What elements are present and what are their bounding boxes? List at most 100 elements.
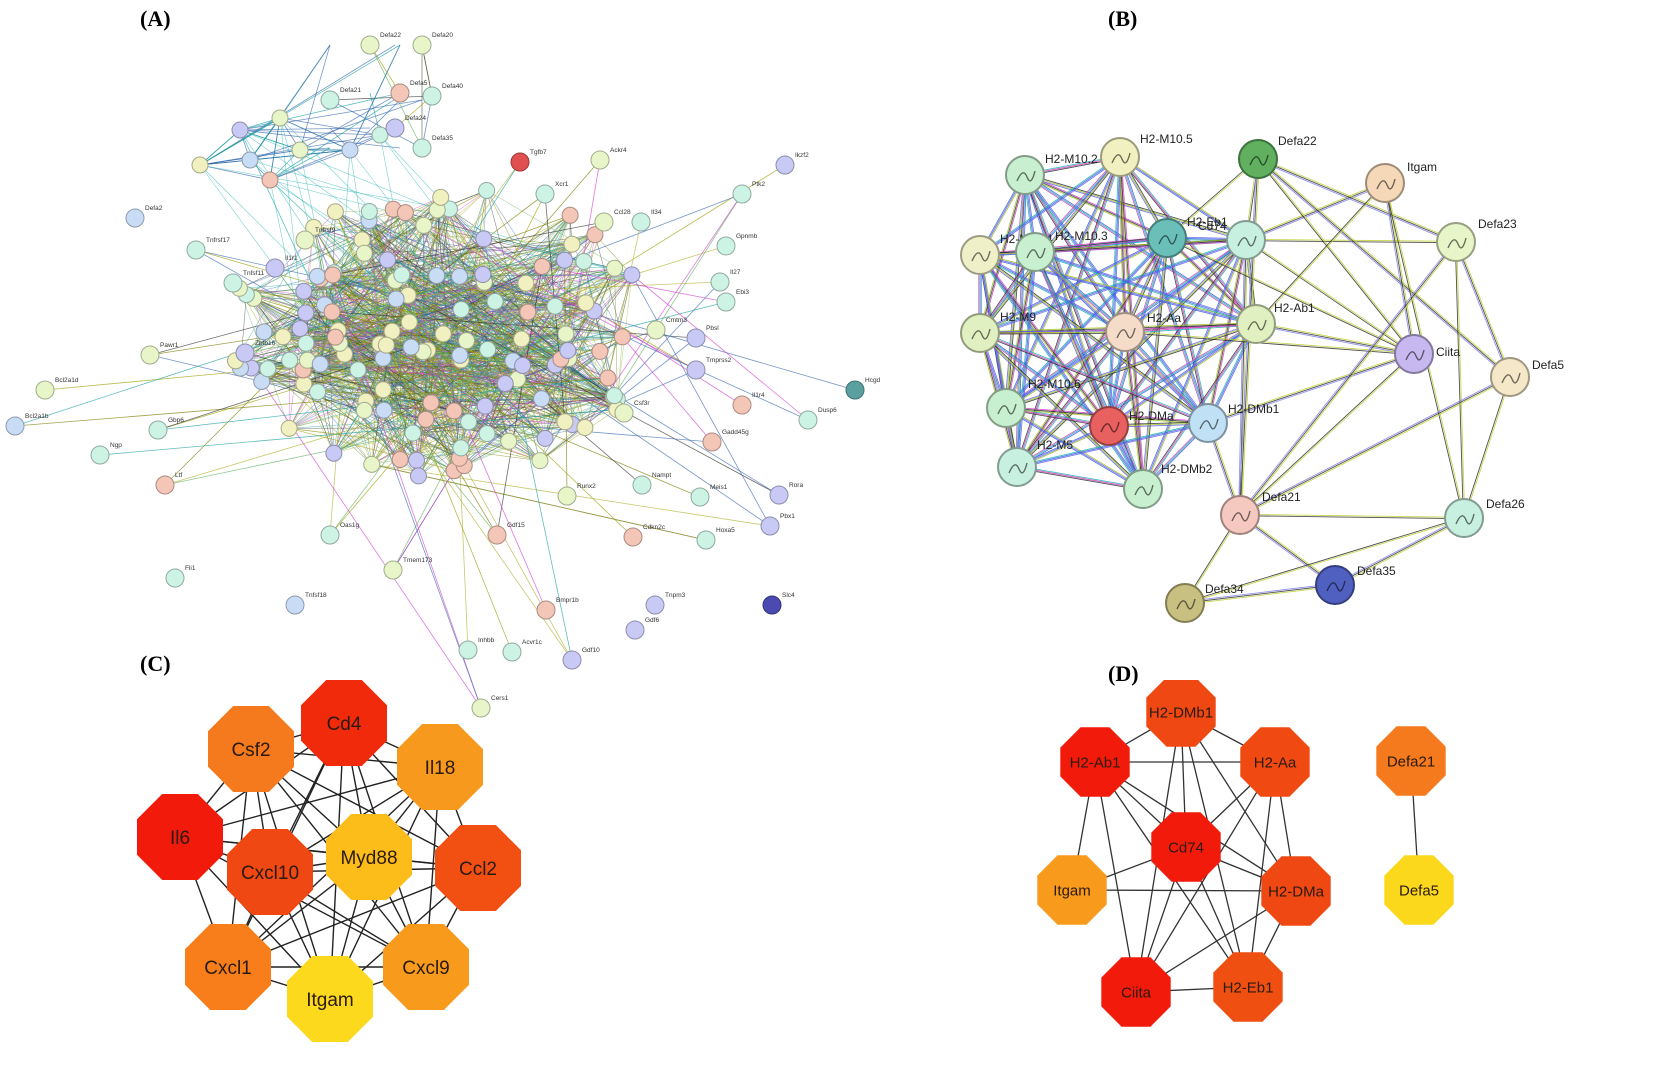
network-a-node bbox=[408, 451, 426, 469]
hub-c-node-il18: Il18 bbox=[397, 724, 483, 810]
network-b-node-label: Defa34 bbox=[1205, 582, 1244, 596]
hub-network-panel-c: Cd4Csf2Il18Il6Cxcl10Myd88Ccl2Cxcl1ItgamC… bbox=[137, 680, 521, 1042]
network-b-node-h2-dma: H2-DMa bbox=[1089, 406, 1174, 446]
hub-node-label: H2-Aa bbox=[1254, 754, 1297, 771]
network-a-node-slc4: Slc4 bbox=[762, 592, 795, 615]
network-a-node bbox=[533, 257, 551, 275]
network-a-node-ackr4: Ackr4 bbox=[590, 147, 627, 170]
hub-node-label: H2-Eb1 bbox=[1223, 979, 1274, 996]
hub-c-node-il6: Il6 bbox=[137, 794, 223, 880]
network-a-node-label: Pbsl bbox=[706, 325, 719, 332]
network-b-node-label: H2-M10.5 bbox=[1140, 132, 1193, 146]
network-a-node-rora: Rora bbox=[769, 482, 803, 505]
network-a-node bbox=[231, 121, 249, 139]
network-a-node-label: Cdkn2c bbox=[643, 524, 666, 531]
network-b-node-h2-m10-5: H2-M10.5 bbox=[1100, 132, 1193, 177]
network-a-node bbox=[261, 171, 279, 189]
network-a-node bbox=[533, 390, 551, 408]
network-a-node bbox=[417, 410, 435, 428]
network-a-node bbox=[325, 444, 343, 462]
network-a-node-label: Pawr1 bbox=[160, 342, 179, 349]
network-a-node-ebi3: Ebi3 bbox=[716, 289, 749, 312]
network-a-node bbox=[355, 401, 373, 419]
network-b-node-defa34: Defa34 bbox=[1165, 582, 1244, 623]
network-a-node-meis1: Meis1 bbox=[690, 484, 728, 507]
hub-d-node-defa5: Defa5 bbox=[1384, 855, 1454, 925]
network-b-node-h2-m10-2: H2-M10.2 bbox=[1005, 152, 1098, 195]
network-a-node bbox=[591, 342, 609, 360]
network-a-node bbox=[324, 266, 342, 284]
hub-node-label: Itgam bbox=[306, 990, 354, 1011]
network-a-node bbox=[387, 290, 405, 308]
network-a-node-hoxa5: Hoxa5 bbox=[696, 527, 735, 550]
network-a-node-cers1: Cers1 bbox=[471, 695, 509, 718]
network-a-node-defa35: Defa35 bbox=[412, 135, 453, 158]
network-a-node-tnpm3: Tnpm3 bbox=[645, 592, 686, 615]
hub-c-node-myd88: Myd88 bbox=[326, 814, 412, 900]
hub-node-label: Ccl2 bbox=[459, 859, 497, 880]
network-b-node-label: H2-DMb2 bbox=[1161, 462, 1213, 476]
network-a-node-label: Tnfrsf9 bbox=[315, 227, 336, 234]
network-a-node bbox=[478, 181, 496, 199]
network-a-node-label: Gbp6 bbox=[168, 417, 184, 424]
network-a-node bbox=[280, 419, 298, 437]
network-b-node-defa22: Defa22 bbox=[1238, 134, 1317, 179]
network-a-node bbox=[586, 226, 604, 244]
network-b-node-label: Defa21 bbox=[1262, 490, 1301, 504]
network-a-node-label: Bmpr1b bbox=[556, 597, 579, 604]
hub-d-node-cd74: Cd74 bbox=[1151, 812, 1221, 882]
network-a-node bbox=[576, 419, 594, 437]
network-a-node-ikzf2: Ikzf2 bbox=[775, 152, 809, 175]
network-a-node bbox=[255, 323, 273, 341]
hub-node-label: Cxcl10 bbox=[241, 863, 299, 884]
network-a-node bbox=[308, 267, 326, 285]
network-a-node-label: Il1r1 bbox=[285, 255, 298, 262]
network-a-node bbox=[606, 259, 624, 277]
network-a-node bbox=[445, 402, 463, 420]
network-a-node-pbsl: Pbsl bbox=[686, 325, 719, 348]
network-a-node-label: Gadd45g bbox=[722, 429, 749, 436]
network-a-node-defa24: Defa24 bbox=[385, 115, 426, 138]
network-a-node bbox=[377, 336, 395, 354]
network-a-node-tgfb7: Tgfb7 bbox=[510, 149, 547, 172]
network-b-node-h2-m5: H2-M5 bbox=[997, 438, 1073, 487]
network-a-node-tnfsf11: Tnfsf11 bbox=[223, 270, 265, 293]
hub-d-node-defa21: Defa21 bbox=[1376, 726, 1446, 796]
network-b-node-label: Defa5 bbox=[1532, 358, 1564, 372]
network-a-node-label: Tmprss2 bbox=[706, 357, 732, 364]
network-b-node-h2-dmb2: H2-DMb2 bbox=[1123, 462, 1213, 509]
network-b-node-h2-ab1: H2-Ab1 bbox=[1236, 301, 1315, 344]
network-a-node bbox=[458, 332, 476, 350]
network-a-node-gdf10: Gdf10 bbox=[562, 647, 600, 670]
network-a-node-cmtm3: Cmtm3 bbox=[646, 317, 687, 340]
network-a-core-nodes bbox=[191, 109, 641, 485]
network-b-node-label: Defa35 bbox=[1357, 564, 1396, 578]
network-a-node-label: Cmtm3 bbox=[666, 317, 687, 324]
network-a-node-label: Xcr1 bbox=[555, 181, 569, 188]
network-a-node-label: Zbtb16 bbox=[255, 340, 276, 347]
hub-node-label: H2-Ab1 bbox=[1070, 754, 1121, 771]
network-a-node-label: Defa22 bbox=[380, 32, 401, 39]
network-a-node-label: Defa24 bbox=[405, 115, 426, 122]
network-b-node-label: H2-M9 bbox=[1000, 310, 1036, 324]
network-a-node-ltf: Ltf bbox=[155, 472, 182, 495]
hub-d-node-h2-ab1: H2-Ab1 bbox=[1060, 727, 1130, 797]
network-b-node-label: H2-DMa bbox=[1129, 409, 1174, 423]
network-b-node-label: H2-Ab1 bbox=[1274, 301, 1315, 315]
hub-node-label: Defa21 bbox=[1387, 753, 1435, 770]
panel-label-a: (A) bbox=[140, 6, 171, 31]
network-a-node-gdf6: Gdf6 bbox=[625, 617, 659, 640]
network-a-node bbox=[428, 267, 446, 285]
network-a-node bbox=[415, 216, 433, 234]
network-a-node bbox=[563, 235, 581, 253]
network-a-node bbox=[371, 126, 389, 144]
network-a-node-gadd45g: Gadd45g bbox=[702, 429, 749, 452]
network-a-node-il1r1: Il1r1 bbox=[265, 255, 298, 278]
network-a-node bbox=[323, 303, 341, 321]
network-a-node bbox=[391, 450, 409, 468]
network-b-node-h2-eb1: H2-Eb1 bbox=[1147, 215, 1228, 258]
network-a-node-pbx1: Pbx1 bbox=[760, 513, 795, 536]
network-a-node bbox=[452, 300, 470, 318]
network-a-node bbox=[360, 203, 378, 221]
